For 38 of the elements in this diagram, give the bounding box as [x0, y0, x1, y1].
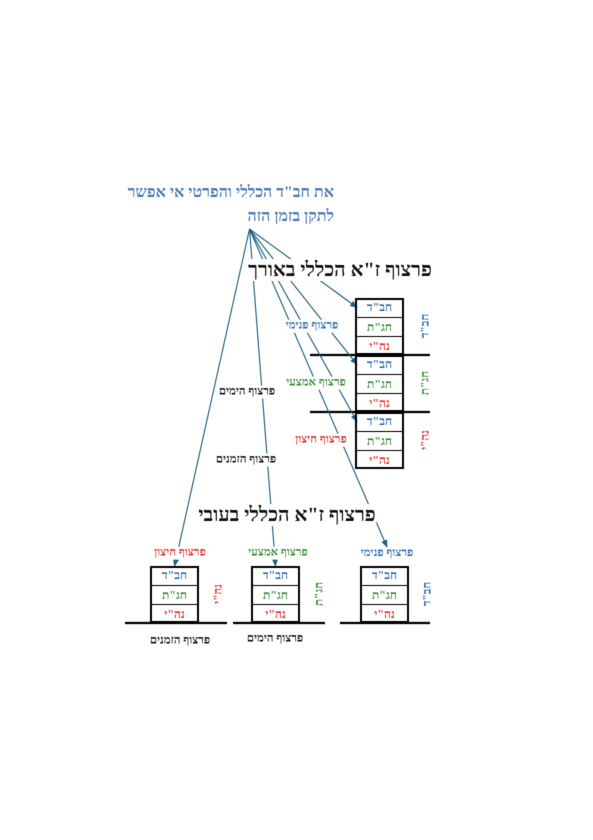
table-cell: חג"ת — [357, 317, 402, 336]
arrow — [173, 228, 250, 567]
table-cell: חב"ד — [152, 566, 197, 585]
cell-stack-box — [355, 355, 404, 412]
table-cell: נה"י — [357, 336, 402, 355]
table-cell: חג"ת — [357, 431, 402, 450]
cell-stack-box — [360, 566, 409, 623]
table-cell: חב"ד — [357, 355, 402, 374]
table-cell: נה"י — [362, 604, 407, 623]
table-cell: נה"י — [152, 604, 197, 623]
cell-stack-box — [355, 298, 404, 355]
table-cell: נה"י — [357, 450, 402, 469]
table-cell: חב"ד — [362, 566, 407, 585]
heading: פרצוף ז"א הכללי באורך — [247, 259, 433, 281]
face-label: פרצוף חיצון — [153, 546, 207, 560]
table-cell: חג"ת — [253, 585, 298, 604]
table-cell: חג"ת — [357, 374, 402, 393]
table-cell: נה"י — [253, 604, 298, 623]
face-label: פרצוף הימים — [246, 632, 304, 646]
face-label: פרצוף אמצעי — [285, 376, 347, 390]
cell-stack-box — [150, 566, 199, 623]
face-label: פרצוף הזמנים — [214, 454, 278, 466]
face-label: פרצוף פנימי — [284, 320, 340, 332]
header-text: את חב"ד הכללי והפרטי אי אפשר לתקן בזמן הזה — [122, 181, 334, 229]
face-label: פרצוף אמצעי — [247, 546, 309, 560]
face-label: פרצוף חיצון — [294, 434, 348, 446]
cell-stack-box — [251, 566, 300, 623]
face-label: פרצוף הימים — [218, 386, 276, 398]
table-cell: חב"ד — [357, 298, 402, 317]
face-label: פרצוף הזמנים — [148, 634, 212, 648]
face-label: פרצוף פנימי — [360, 547, 414, 559]
cell-stack-box — [355, 412, 404, 469]
heading: פרצוף ז"א הכללי בעובי — [197, 504, 377, 526]
table-cell: נה"י — [357, 393, 402, 412]
table-cell: חג"ת — [362, 585, 407, 604]
table-cell: חב"ד — [357, 412, 402, 431]
table-cell: חג"ת — [152, 585, 197, 604]
table-cell: חב"ד — [253, 566, 298, 585]
